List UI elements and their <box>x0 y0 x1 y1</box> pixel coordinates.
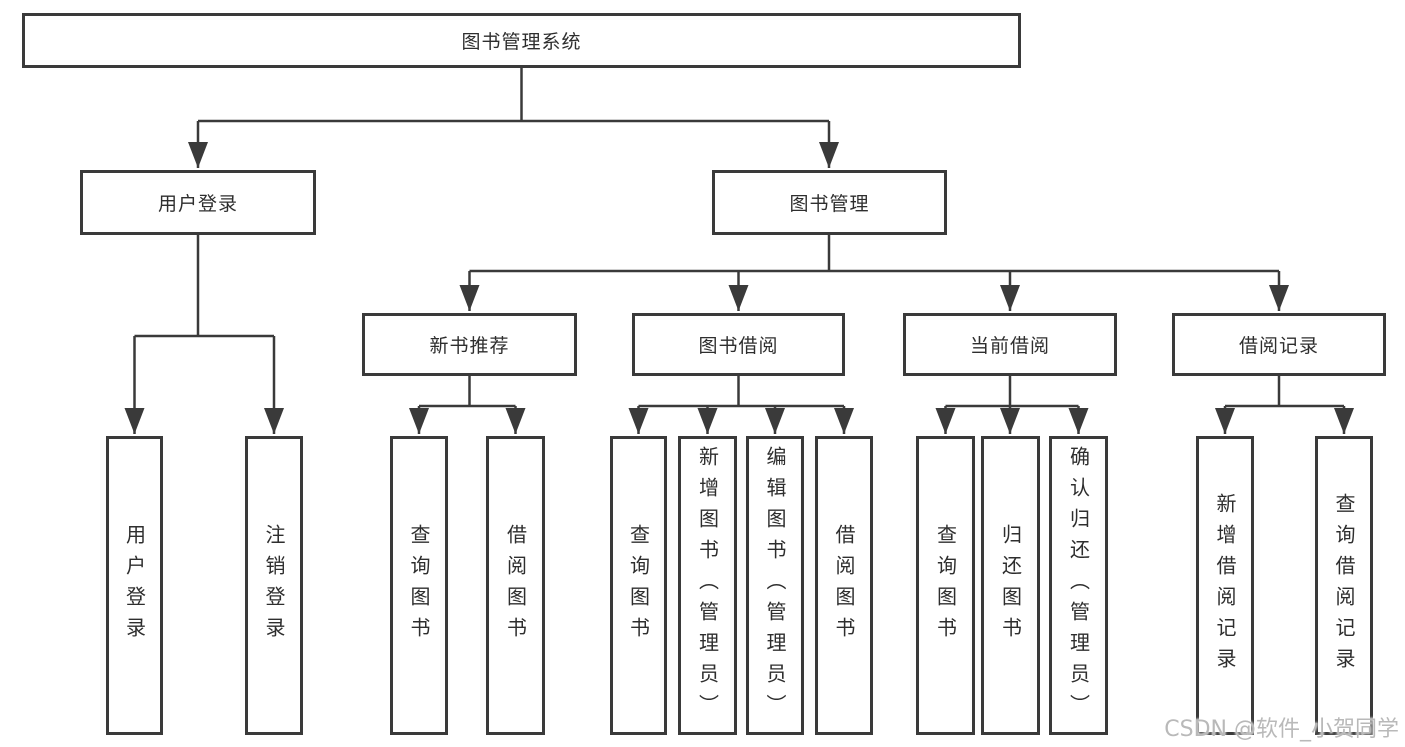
leaf-query-borrow-record: 查询借阅记录 <box>1315 436 1373 735</box>
node-label: 图书借阅 <box>698 335 779 357</box>
node-label: 新增图书（管理员） <box>695 446 720 725</box>
node-label: 新增借阅记录 <box>1213 492 1237 679</box>
node-label: 图书管理 <box>789 193 870 215</box>
leaf-query-books: 查询图书 <box>610 436 667 735</box>
leaf-borrow-books: 借阅图书 <box>815 436 873 735</box>
leaf-user-login: 用户登录 <box>106 436 163 735</box>
leaf-logout: 注销登录 <box>245 436 303 735</box>
node-label: 借阅记录 <box>1238 335 1319 357</box>
node-label: 查询图书 <box>407 523 431 648</box>
node-label: 用户登录 <box>157 193 238 215</box>
node-label: 查询借阅记录 <box>1332 492 1356 679</box>
node-book-borrow: 图书借阅 <box>632 313 845 376</box>
node-user-login: 用户登录 <box>80 170 316 235</box>
node-label: 注销登录 <box>262 523 286 648</box>
leaf-return-books: 归还图书 <box>981 436 1040 735</box>
node-library-management-system: 图书管理系统 <box>22 13 1021 68</box>
node-label: 新书推荐 <box>429 335 510 357</box>
node-book-management: 图书管理 <box>712 170 947 235</box>
node-label: 查询图书 <box>626 523 651 648</box>
node-label: 确认归还（管理员） <box>1066 446 1091 725</box>
node-label: 查询图书 <box>933 523 958 648</box>
node-new-book-recommend: 新书推荐 <box>362 313 577 376</box>
node-label: 借阅图书 <box>832 523 856 648</box>
leaf-add-borrow-record: 新增借阅记录 <box>1196 436 1254 735</box>
leaf-query-books: 查询图书 <box>916 436 975 735</box>
node-borrow-record: 借阅记录 <box>1172 313 1386 376</box>
node-label: 当前借阅 <box>969 335 1050 357</box>
node-current-borrow: 当前借阅 <box>903 313 1117 376</box>
node-label: 用户登录 <box>122 523 147 648</box>
node-label: 归还图书 <box>998 523 1023 648</box>
leaf-confirm-return-admin: 确认归还（管理员） <box>1049 436 1108 735</box>
leaf-borrow-books: 借阅图书 <box>486 436 545 735</box>
csdn-watermark: CSDN @软件_小贺同学 <box>1164 717 1399 742</box>
node-label: 借阅图书 <box>503 523 528 648</box>
node-label: 图书管理系统 <box>461 31 582 53</box>
leaf-query-books: 查询图书 <box>390 436 448 735</box>
leaf-add-books-admin: 新增图书（管理员） <box>678 436 737 735</box>
node-label: 编辑图书（管理员） <box>763 446 787 725</box>
leaf-edit-books-admin: 编辑图书（管理员） <box>746 436 804 735</box>
